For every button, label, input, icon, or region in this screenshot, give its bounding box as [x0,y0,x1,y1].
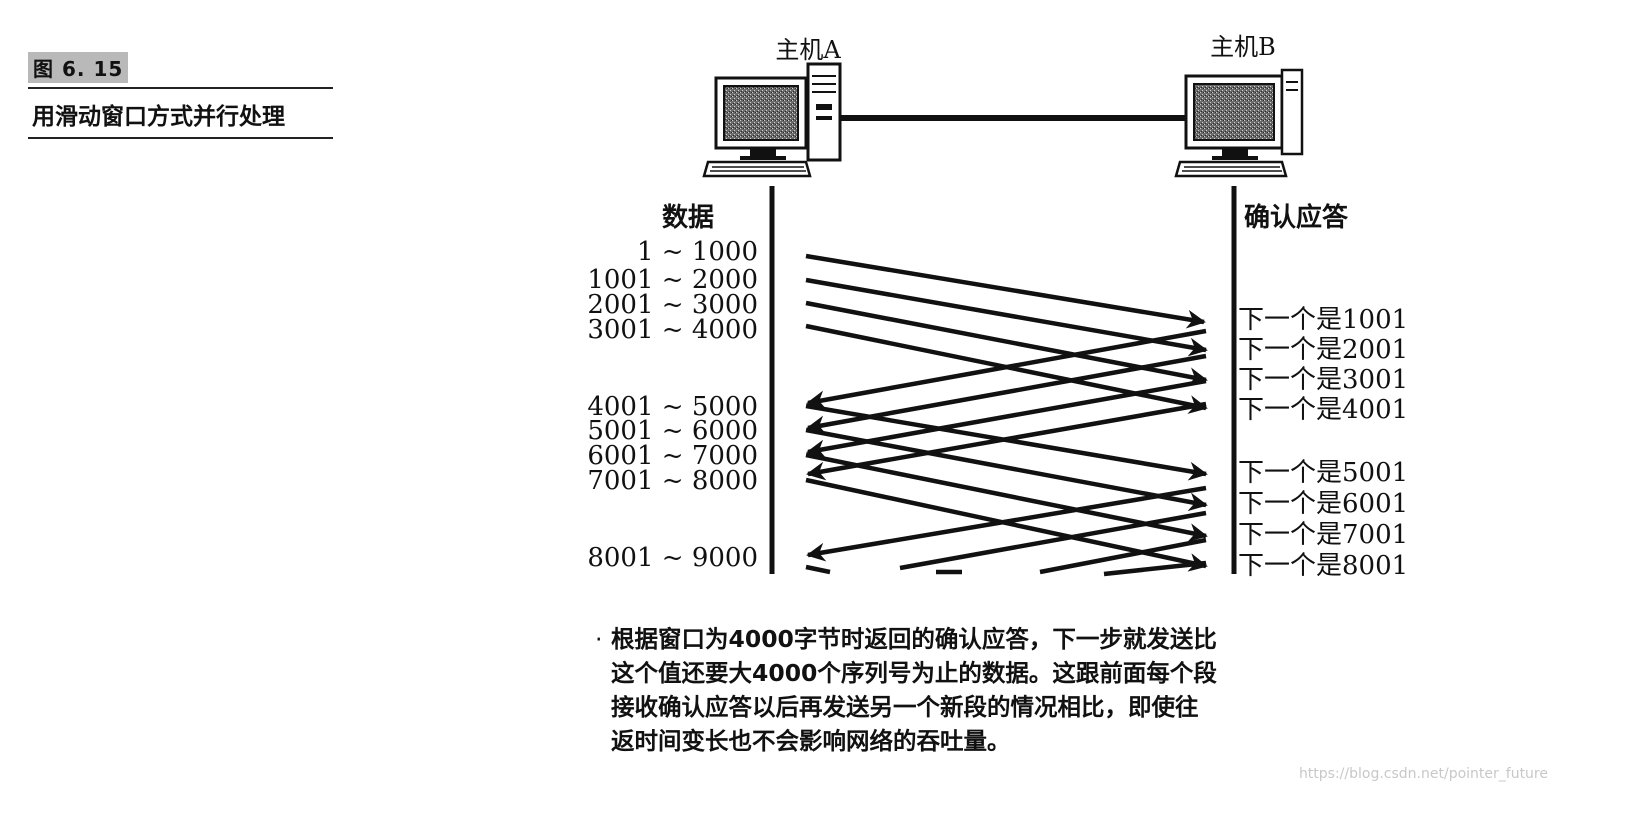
ack-label: 下一个是4001 [1238,395,1408,425]
explanation-note: · 根据窗口为4000字节时返回的确认应答，下一步就发送比 这个值还要大4000… [595,622,1355,758]
host-a-computer-icon [704,64,840,176]
ack-labels: 下一个是1001 下一个是2001 下一个是3001 下一个是4001 下一个是… [1238,305,1408,581]
note-bullet: · [595,622,602,656]
segment-label: 3001 ~ 4000 [587,315,758,345]
note-line: 根据窗口为4000字节时返回的确认应答，下一步就发送比 [595,622,1355,656]
ack-column-title: 确认应答 [1244,202,1349,233]
watermark: https://blog.csdn.net/pointer_future [1299,766,1548,782]
segment-label: 8001 ~ 9000 [587,543,758,573]
data-column-title: 数据 [662,203,714,233]
ack-arrows [808,331,1206,574]
ack-label: 下一个是1001 [1238,305,1408,335]
note-line: 接收确认应答以后再发送另一个新段的情况相比，即使往 [595,690,1355,724]
host-b-computer-icon [1176,70,1302,176]
segment-label: 7001 ~ 8000 [587,466,758,496]
data-arrow [806,567,830,572]
ack-label: 下一个是7001 [1238,520,1408,550]
ack-label: 下一个是8001 [1238,551,1408,581]
ack-label: 下一个是5001 [1238,458,1408,488]
data-segment-labels: 1 ~ 1000 1001 ~ 2000 2001 ~ 3000 3001 ~ … [587,237,758,573]
segment-label: 1 ~ 1000 [637,237,758,267]
ack-arrow [900,513,1206,568]
host-b-label: 主机B [1210,33,1276,61]
host-a-label: 主机A [775,36,841,64]
ack-label: 下一个是2001 [1238,335,1408,365]
ack-label: 下一个是6001 [1238,489,1408,519]
ack-label: 下一个是3001 [1238,365,1408,395]
note-line: 返时间变长也不会影响网络的吞吐量。 [595,724,1355,758]
ack-arrow [1104,563,1206,574]
note-line: 这个值还要大4000个序列号为止的数据。这跟前面每个段 [595,656,1355,690]
